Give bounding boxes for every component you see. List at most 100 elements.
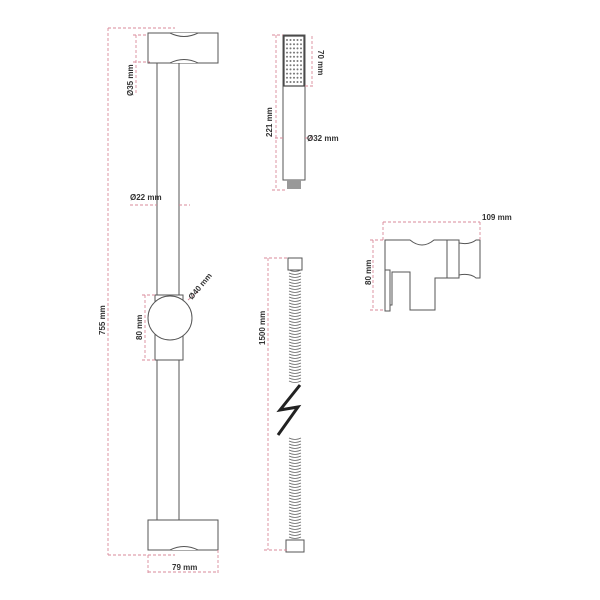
- slider-height-label: 80 mm: [135, 315, 144, 340]
- hose-coil: [288, 362, 302, 365]
- hose-coil: [288, 380, 302, 383]
- nozzle: [300, 60, 302, 62]
- nozzle: [289, 64, 292, 67]
- nozzle: [293, 68, 295, 71]
- hose-coil: [288, 467, 302, 470]
- nozzle: [296, 68, 299, 71]
- hose-coil: [288, 314, 302, 317]
- handshower-diameter-label: Ø32 mm: [307, 134, 339, 143]
- hose-coil: [288, 527, 302, 530]
- hose-length-label: 1500 mm: [258, 311, 267, 345]
- nozzle: [296, 47, 299, 50]
- nozzle: [289, 81, 292, 83]
- hose-coil: [288, 290, 302, 293]
- nozzle: [293, 39, 295, 41]
- nozzle: [286, 68, 288, 71]
- hose-coil: [288, 377, 302, 380]
- top-bracket: [147, 32, 219, 64]
- nozzle: [286, 43, 288, 46]
- nozzle: [296, 55, 299, 58]
- hose-coil: [288, 458, 302, 461]
- hose-coil: [288, 359, 302, 362]
- nozzle: [296, 64, 299, 67]
- holder-depth-label: 109 mm: [482, 213, 512, 222]
- hose-coil: [288, 536, 302, 539]
- nozzle: [293, 51, 295, 54]
- nozzle: [300, 81, 302, 83]
- hose-coil: [288, 293, 302, 296]
- nozzle: [289, 51, 292, 54]
- hose-coil: [288, 350, 302, 353]
- nozzle: [300, 64, 302, 67]
- hose-coil: [288, 512, 302, 515]
- rail-bracket-diameter-label: Ø35 mm: [126, 64, 135, 96]
- hose-coil: [288, 281, 302, 284]
- hose-coil: [288, 476, 302, 479]
- hose-coil: [288, 506, 302, 509]
- nozzle: [296, 43, 299, 46]
- nozzle: [300, 72, 302, 75]
- hose-coil: [288, 344, 302, 347]
- hose-coil: [288, 374, 302, 377]
- nozzle: [293, 43, 295, 46]
- hose-coil: [288, 518, 302, 521]
- nozzle: [300, 43, 302, 46]
- hose-coil: [288, 278, 302, 281]
- nozzle: [293, 81, 295, 83]
- hose-coil: [288, 356, 302, 359]
- hose-coil: [288, 446, 302, 449]
- holder-height-label: 80 mm: [364, 260, 373, 285]
- hose-coil: [288, 272, 302, 275]
- hose-coil: [288, 521, 302, 524]
- nozzle: [296, 72, 299, 75]
- hose-coil: [288, 461, 302, 464]
- nozzle: [286, 72, 288, 75]
- hose-coil: [288, 488, 302, 491]
- hose-coil: [288, 452, 302, 455]
- hose-coil: [288, 503, 302, 506]
- hose-coil: [288, 332, 302, 335]
- nozzle: [300, 39, 302, 41]
- hose-coil: [288, 329, 302, 332]
- nozzle: [289, 72, 292, 75]
- hose-coil: [288, 269, 302, 272]
- hose-coil: [288, 326, 302, 329]
- hose-coil: [288, 371, 302, 374]
- nozzle: [293, 72, 295, 75]
- nozzle: [296, 81, 299, 83]
- hose-coil: [288, 353, 302, 356]
- nozzle: [300, 68, 302, 71]
- hose-coil: [288, 308, 302, 311]
- nozzle: [293, 55, 295, 58]
- hose-coil: [288, 302, 302, 305]
- hose-coil: [288, 335, 302, 338]
- nozzle: [286, 81, 288, 83]
- hose-coil: [288, 299, 302, 302]
- hose-coil: [288, 305, 302, 308]
- nozzle: [289, 43, 292, 46]
- hose-coil: [288, 524, 302, 527]
- nozzle: [289, 76, 292, 79]
- hose-coil: [288, 296, 302, 299]
- hose-coil: [288, 533, 302, 536]
- nozzle: [293, 60, 295, 62]
- nozzle: [289, 68, 292, 71]
- hose-coil: [288, 449, 302, 452]
- bracket-depth-label: 79 mm: [172, 563, 197, 572]
- hose-coil: [288, 494, 302, 497]
- hose-coil: [288, 347, 302, 350]
- shower-hose: [276, 257, 305, 553]
- nozzle: [286, 51, 288, 54]
- hose-coil: [288, 497, 302, 500]
- break-symbol: [276, 384, 302, 436]
- hose-coil: [288, 479, 302, 482]
- nozzle: [293, 47, 295, 50]
- hose-coil: [288, 287, 302, 290]
- wall-holder: [384, 239, 481, 312]
- nozzle: [300, 76, 302, 79]
- hose-coil: [288, 323, 302, 326]
- nozzle: [296, 76, 299, 79]
- nozzle: [286, 39, 288, 41]
- hose-coil: [288, 338, 302, 341]
